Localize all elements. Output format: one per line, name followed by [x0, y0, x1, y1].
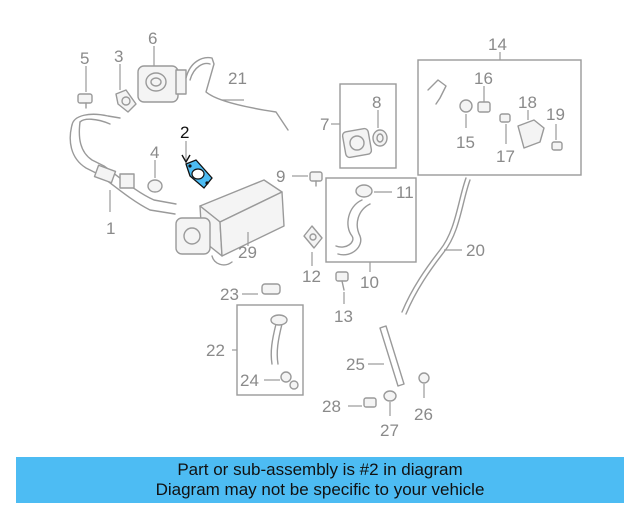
callout-12: 12	[302, 267, 321, 286]
callout-29: 29	[238, 243, 257, 262]
screw-part-17	[499, 113, 511, 123]
callout-6: 6	[148, 29, 157, 48]
callout-4: 4	[150, 143, 159, 162]
bolt-part-5	[77, 93, 93, 109]
egr-cooler-part-29	[175, 179, 285, 266]
tube-part-21	[185, 56, 289, 131]
bolt-part-13	[335, 271, 349, 291]
pipe-part-10	[335, 199, 371, 256]
gasket-part-12	[303, 225, 323, 249]
callout-27: 27	[380, 421, 399, 440]
flange-part-7	[341, 127, 373, 159]
group-box-10	[325, 177, 417, 263]
egr-pipe-part-1	[69, 113, 177, 215]
callout-26: 26	[414, 405, 433, 424]
bolt-part-28	[363, 397, 377, 408]
bolt-part-19	[551, 141, 563, 151]
callout-24: 24	[240, 371, 259, 390]
callout-3: 3	[114, 47, 123, 66]
sensor-part-18	[517, 119, 545, 149]
seal-part-8	[372, 129, 388, 147]
callout-14: 14	[488, 35, 507, 54]
plug-part-4	[147, 179, 163, 193]
bolt-part-9	[309, 171, 323, 187]
tube-part-20	[401, 177, 471, 315]
callout-19: 19	[546, 105, 565, 124]
banner-line-2: Diagram may not be specific to your vehi…	[155, 480, 485, 499]
callout-25: 25	[346, 355, 365, 374]
gasket-part-2-highlighted	[185, 159, 213, 189]
bracket-part-25	[379, 325, 405, 387]
seal-part-24	[280, 371, 299, 390]
callout-17: 17	[496, 147, 515, 166]
connector-part-16	[477, 101, 491, 113]
cap-part-11	[355, 184, 373, 198]
valve-part-6	[137, 65, 187, 103]
callout-1: 1	[106, 219, 115, 238]
callout-22: 22	[206, 341, 225, 360]
banner-line-1: Part or sub-assembly is #2 in diagram	[177, 460, 463, 479]
gasket-part-3	[115, 89, 137, 113]
group-box-7	[339, 83, 397, 169]
callout-9: 9	[276, 167, 285, 186]
callout-15: 15	[456, 133, 475, 152]
callout-20: 20	[466, 241, 485, 260]
callout-11: 11	[396, 183, 414, 202]
callout-18: 18	[518, 93, 537, 112]
callout-8: 8	[372, 93, 381, 112]
info-banner: Part or sub-assembly is #2 in diagram Di…	[16, 457, 624, 503]
callout-21: 21	[228, 69, 247, 88]
gasket-part-23	[261, 283, 281, 295]
callout-28: 28	[322, 397, 341, 416]
callout-23: 23	[220, 285, 239, 304]
ring-part-26	[418, 372, 430, 384]
pipe-part-22	[270, 314, 288, 365]
callout-10: 10	[360, 273, 379, 292]
bushing-part-15	[459, 99, 473, 113]
hose-part-14-group	[427, 79, 447, 105]
callout-5: 5	[80, 49, 89, 68]
callout-16: 16	[474, 69, 493, 88]
parts-diagram: 1 2 3 4 5 6 7 8 9 10 11 12 13 14 15 16 1…	[69, 29, 582, 440]
callout-13: 13	[334, 307, 353, 326]
callout-7: 7	[320, 115, 329, 134]
washer-part-27	[383, 390, 397, 402]
callout-2: 2	[180, 123, 189, 142]
